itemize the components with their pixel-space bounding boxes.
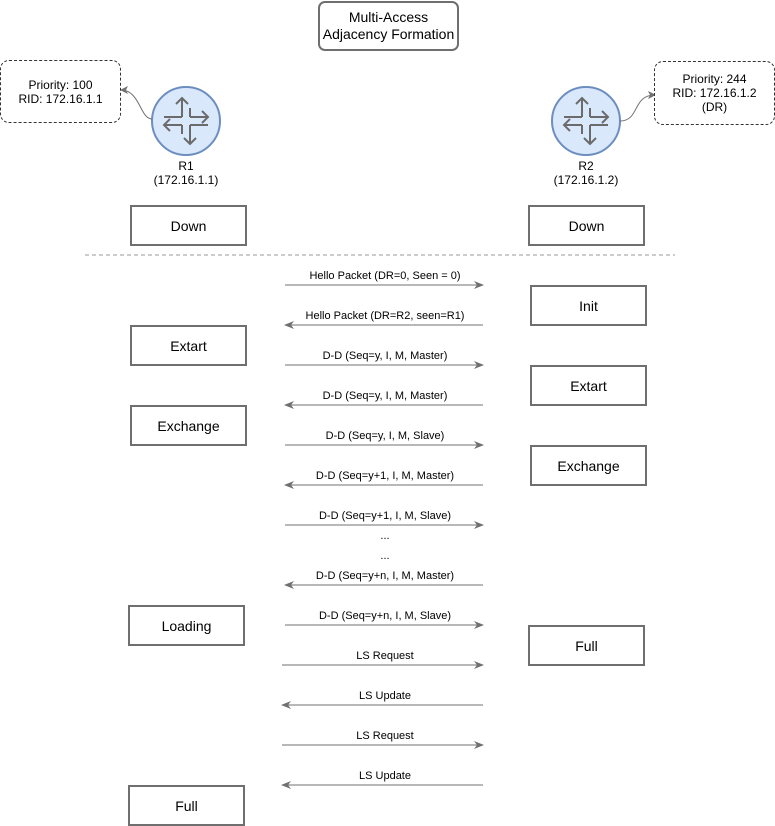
r2-router-icon <box>551 86 621 156</box>
message-label: Hello Packet (DR=0, Seen = 0) <box>309 270 461 282</box>
message-label: D-D (Seq=y, I, M, Slave) <box>325 430 445 442</box>
r2-name: R2 <box>578 159 594 173</box>
r2-state-extart: Extart <box>530 365 647 406</box>
title-line-2: Adjacency Formation <box>322 26 455 42</box>
r2-state-full: Full <box>528 625 645 666</box>
r1-name: R1 <box>178 159 194 173</box>
ellipsis-label: ... <box>380 550 390 562</box>
r2-address: (172.16.1.2) <box>553 173 619 187</box>
r2-state-init: Init <box>530 285 647 326</box>
r2-label: R2 (172.16.1.2) <box>526 159 646 187</box>
diagram-title: Multi-Access Adjacency Formation <box>318 1 459 51</box>
r1-priority: Priority: 100 <box>28 77 93 92</box>
r1-rid: RID: 172.16.1.1 <box>18 91 103 106</box>
r2-priority: Priority: 244 <box>682 72 747 86</box>
message-label: D-D (Seq=y+n, I, M, Master) <box>315 570 455 582</box>
r1-state-full: Full <box>128 785 245 826</box>
message-label: Hello Packet (DR=R2, seen=R1) <box>305 310 465 322</box>
message-label: D-D (Seq=y, I, M, Master) <box>322 390 448 402</box>
message-label: D-D (Seq=y+1, I, M, Slave) <box>318 510 452 522</box>
message-label: LS Request <box>356 730 414 742</box>
message-label: D-D (Seq=y, I, M, Master) <box>322 350 448 362</box>
r1-label: R1 (172.16.1.1) <box>126 159 246 187</box>
r1-note-connector <box>120 86 153 120</box>
r1-router-icon <box>151 86 221 156</box>
r1-info-note: Priority: 100 RID: 172.16.1.1 <box>0 60 121 123</box>
r1-state-down: Down <box>130 205 247 246</box>
message-label: D-D (Seq=y+n, I, M, Slave) <box>318 610 452 622</box>
message-label: LS Update <box>359 690 411 702</box>
message-label: LS Update <box>359 770 411 782</box>
r2-state-down: Down <box>528 205 645 246</box>
r2-note-connector <box>619 91 656 122</box>
ellipsis-label: ... <box>380 530 390 542</box>
r1-state-extart: Extart <box>130 325 247 366</box>
message-arrows <box>281 281 484 789</box>
r1-address: (172.16.1.1) <box>153 173 219 187</box>
r2-role: (DR) <box>701 100 728 114</box>
r1-state-exchange: Exchange <box>130 405 247 446</box>
title-line-1: Multi-Access <box>348 9 429 25</box>
r2-info-note: Priority: 244 RID: 172.16.1.2 (DR) <box>654 61 775 125</box>
message-label: D-D (Seq=y+1, I, M, Master) <box>315 470 455 482</box>
message-label: LS Request <box>356 650 414 662</box>
r1-state-loading: Loading <box>128 605 245 646</box>
r2-rid: RID: 172.16.1.2 <box>672 86 757 100</box>
r2-state-exchange: Exchange <box>530 445 647 486</box>
